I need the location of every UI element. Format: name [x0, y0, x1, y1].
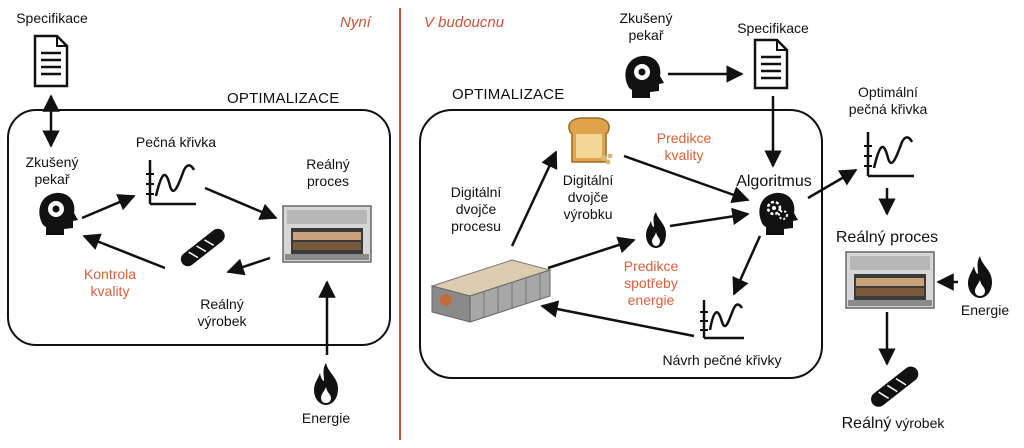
curve-design-label: Návrh pečné křivky	[662, 352, 782, 368]
right-baker-label: Zkušený pekař	[619, 10, 673, 43]
left-product-label: Reálný výrobek	[197, 296, 247, 329]
brain-head-icon	[39, 192, 78, 235]
right-product-word2: výrobek	[895, 415, 945, 431]
flame-icon	[314, 363, 338, 405]
right-spec-label: Specifikace	[737, 20, 809, 36]
digital-twin-process-label: Digitální dvojče procesu	[450, 184, 502, 234]
right-product-word1: Reálný	[841, 415, 892, 432]
left-spec-label: Specifikace	[16, 10, 88, 26]
header-future: V budoucnu	[424, 14, 505, 31]
document-icon	[33, 34, 69, 88]
quality-prediction-label: Predikce kvality	[656, 130, 712, 163]
digital-twin-product-label: Digitální dvojče výrobku	[562, 172, 614, 222]
left-baker-label: Zkušený pekař	[25, 154, 79, 187]
oven-icon	[282, 205, 372, 263]
bread-slice-icon	[568, 117, 613, 165]
energy-prediction-label: Predikce spotřeby energie	[623, 258, 679, 308]
baguette-icon-right	[871, 366, 919, 407]
document-icon-right	[753, 38, 789, 90]
optimal-curve-label: Optimální pečná křivka	[848, 84, 928, 117]
digital-twin-oven-icon	[430, 259, 552, 323]
flame-icon-right	[968, 256, 992, 298]
right-optimization-box	[419, 109, 823, 379]
oven-icon-right	[845, 251, 935, 309]
right-energy-label: Energie	[960, 302, 1010, 318]
left-quality-label: Kontrola kvality	[83, 266, 137, 299]
design-curve-icon	[700, 300, 744, 340]
left-energy-label: Energie	[301, 410, 351, 426]
left-optimization-title: OPTIMALIZACE	[227, 90, 340, 107]
optimal-curve-icon	[864, 132, 914, 178]
right-process-label: Reálný proces	[835, 229, 939, 246]
brain-head-icon-top	[625, 55, 664, 98]
flame-icon-middle	[646, 212, 666, 248]
left-curve-label: Pečná křivka	[135, 134, 217, 150]
header-now: Nyní	[340, 14, 371, 31]
right-product-label: Reálný výrobek	[828, 414, 958, 433]
gear-head-icon	[759, 192, 798, 235]
algorithm-label: Algoritmus	[736, 173, 812, 190]
baguette-icon	[180, 228, 225, 267]
right-optimization-title: OPTIMALIZACE	[452, 86, 565, 103]
curve-chart-icon	[146, 160, 196, 206]
left-optimization-box	[7, 109, 391, 346]
left-process-label: Reálný proces	[306, 156, 350, 189]
